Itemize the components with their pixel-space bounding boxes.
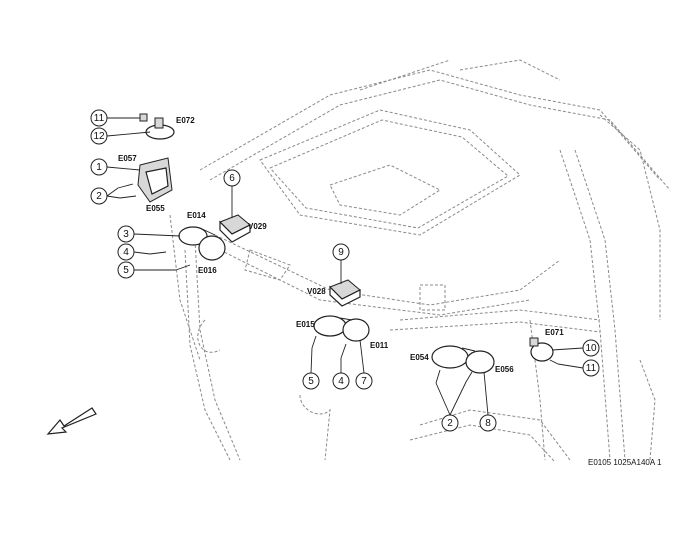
callout-circle (117, 243, 135, 261)
callout-bubble: 2 (90, 187, 108, 205)
callout-circle (479, 414, 497, 432)
component-code-label: E015 (296, 320, 315, 329)
callout-number: 12 (93, 131, 105, 142)
callout-bubble: 4 (332, 372, 350, 390)
component-code-label: E071 (545, 328, 564, 337)
callout-bubble: 12 (90, 127, 108, 145)
callout-number: 2 (96, 191, 102, 202)
callout-number: 5 (123, 265, 129, 276)
callout-circle (582, 339, 600, 357)
component-code-label: V028 (307, 287, 326, 296)
component-code-label: E054 (410, 353, 429, 362)
callout-circle (355, 372, 373, 390)
callout-bubble: 11 (90, 109, 108, 127)
callout-number: 4 (338, 376, 344, 387)
callout-number: 6 (229, 173, 235, 184)
component-e014-e016-headlamp (178, 226, 226, 261)
component-e071-lamp (529, 337, 554, 362)
component-code-label: E011 (370, 341, 389, 350)
callout-bubble: 3 (117, 225, 135, 243)
callout-number: 9 (338, 247, 344, 258)
callout-circle (332, 372, 350, 390)
callout-bubble: 10 (582, 339, 600, 357)
component-code-label: E055 (146, 204, 165, 213)
callout-bubble: 4 (117, 243, 135, 261)
component-code-label: E057 (118, 154, 137, 163)
callout-number: 2 (447, 418, 453, 429)
callout-number: 4 (123, 247, 129, 258)
component-code-label: V029 (248, 222, 267, 231)
direction-arrow-icon (46, 407, 97, 435)
component-code-label: E072 (176, 116, 195, 125)
component-code-label: E016 (198, 266, 217, 275)
callout-bubble: 11 (582, 359, 600, 377)
callout-number: 7 (361, 376, 367, 387)
leader-lines (106, 117, 584, 416)
component-v029-module (219, 214, 251, 243)
callout-bubble: 5 (117, 261, 135, 279)
callout-bubble: 5 (302, 372, 320, 390)
callout-bubble: 8 (479, 414, 497, 432)
callout-circle (90, 158, 108, 176)
callout-circle (90, 109, 108, 127)
callout-number: 10 (585, 343, 597, 354)
callout-circle (441, 414, 459, 432)
figure-reference: E0105 1025A140A 1 (588, 458, 662, 467)
fasteners (117, 113, 559, 384)
callout-number: 11 (586, 363, 597, 374)
callout-bubble: 2 (441, 414, 459, 432)
callout-circle (90, 127, 108, 145)
callout-bubble: 6 (223, 169, 241, 187)
callout-bubble: 7 (355, 372, 373, 390)
component-code-label: E014 (187, 211, 206, 220)
callout-number: 11 (94, 113, 105, 124)
callout-number: 8 (485, 418, 491, 429)
callout-number: 5 (308, 376, 314, 387)
callout-bubble: 1 (90, 158, 108, 176)
vehicle-phantom-outline (169, 59, 671, 463)
callout-number: 3 (123, 229, 129, 240)
callout-circle (90, 187, 108, 205)
callout-circle (117, 225, 135, 243)
component-e054-e056-headlamp (431, 345, 495, 374)
component-e015-e011-headlamp (313, 315, 370, 342)
component-code-label: E056 (495, 365, 514, 374)
callout-circle (302, 372, 320, 390)
callout-circle (117, 261, 135, 279)
callout-circle (332, 243, 350, 261)
callout-circle (582, 359, 600, 377)
callout-bubble: 9 (332, 243, 350, 261)
callout-number: 1 (96, 162, 102, 173)
callout-circle (223, 169, 241, 187)
component-e072-lamp (145, 117, 175, 140)
component-e057-e055-lamp (137, 157, 173, 203)
component-v028-module (329, 279, 361, 307)
